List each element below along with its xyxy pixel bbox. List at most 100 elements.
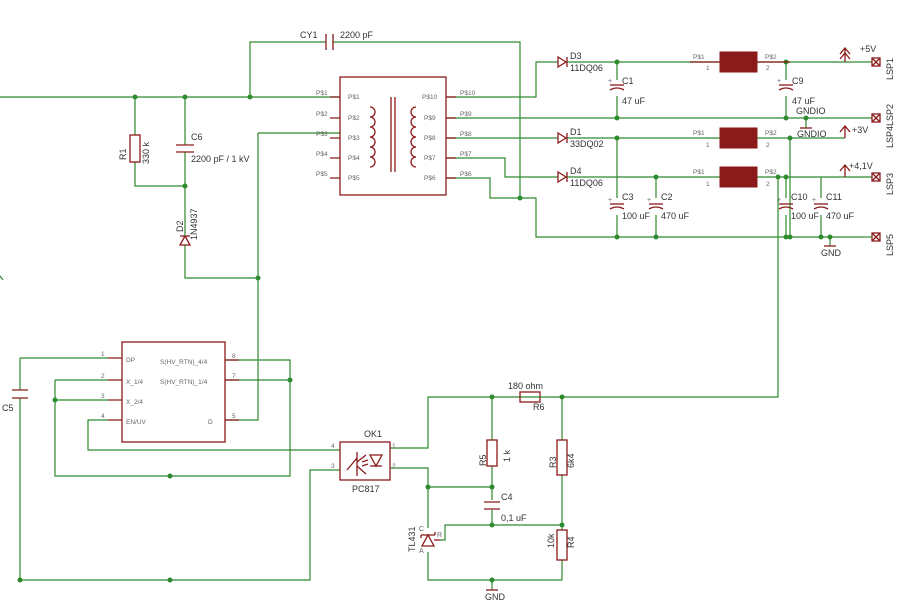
junctions xyxy=(17,59,833,583)
svg-text:470 uF: 470 uF xyxy=(826,211,855,221)
svg-text:R: R xyxy=(437,532,442,539)
svg-text:GNDIO: GNDIO xyxy=(797,129,827,139)
svg-text:C2: C2 xyxy=(661,192,673,202)
svg-text:7: 7 xyxy=(232,373,236,380)
svg-text:GND: GND xyxy=(485,592,506,600)
net-gndio-2: GNDIO xyxy=(797,127,827,139)
svg-text:0,1 uF: 0,1 uF xyxy=(501,513,527,523)
cy1-value: 2200 pF xyxy=(340,30,374,40)
svg-text:C: C xyxy=(419,526,424,533)
svg-text:PC817: PC817 xyxy=(352,484,380,494)
c6-ref: C6 xyxy=(191,132,203,142)
svg-text:X_2/4: X_2/4 xyxy=(126,399,143,406)
svg-text:P$9: P$9 xyxy=(460,111,472,118)
svg-text:R4: R4 xyxy=(566,536,576,548)
svg-text:P$1: P$1 xyxy=(693,169,705,176)
net-plus41: +4,1V xyxy=(839,161,873,177)
cy1-ref: CY1 xyxy=(300,30,318,40)
svg-text:D1: D1 xyxy=(570,127,582,137)
svg-text:P$3: P$3 xyxy=(316,131,328,138)
svg-text:P$1: P$1 xyxy=(693,54,705,61)
svg-text:+3V: +3V xyxy=(852,125,868,135)
capacitor-c2: + C2 470 uF xyxy=(647,192,690,221)
svg-text:11DQ06: 11DQ06 xyxy=(570,63,603,73)
svg-text:+5V: +5V xyxy=(860,44,876,54)
svg-text:47 uF: 47 uF xyxy=(792,96,816,106)
svg-text:P$4: P$4 xyxy=(316,151,328,158)
switcher-ic: 1 2 3 4 8 7 5 DP X_1/4 X_2/4 EN/UV S(HV_… xyxy=(101,341,239,443)
svg-text:47 uF: 47 uF xyxy=(622,96,646,106)
svg-text:D4: D4 xyxy=(570,166,582,176)
svg-text:+: + xyxy=(608,78,612,85)
svg-text:P$3: P$3 xyxy=(348,135,360,142)
svg-text:+: + xyxy=(812,197,816,204)
r1-ref: R1 xyxy=(118,148,128,160)
svg-text:2: 2 xyxy=(766,142,770,149)
resistor-r5: R5 1 k xyxy=(478,439,512,467)
svg-text:A: A xyxy=(419,548,424,555)
svg-text:5: 5 xyxy=(232,413,236,420)
capacitor-c1: + C1 47 uF xyxy=(608,76,646,106)
diode-d3: D3 11DQ06 xyxy=(557,51,603,73)
svg-text:+: + xyxy=(777,197,781,204)
d2-value: 1N4937 xyxy=(189,208,199,240)
svg-text:C3: C3 xyxy=(622,192,634,202)
svg-text:3: 3 xyxy=(101,393,105,400)
svg-text:P$7: P$7 xyxy=(424,155,436,162)
d2-ref: D2 xyxy=(175,220,185,232)
svg-text:P$2: P$2 xyxy=(348,115,360,122)
svg-text:GNDIO: GNDIO xyxy=(796,106,826,116)
svg-text:OK1: OK1 xyxy=(364,429,382,439)
svg-text:P$6: P$6 xyxy=(460,171,472,178)
capacitor-c5: C5 xyxy=(2,389,28,413)
svg-text:P$2: P$2 xyxy=(765,130,777,137)
svg-text:LSP4LSP2: LSP4LSP2 xyxy=(885,104,895,148)
svg-text:1: 1 xyxy=(101,351,105,358)
svg-text:R5: R5 xyxy=(478,454,488,466)
net-plus5: +5V xyxy=(839,44,876,62)
svg-text:+4,1V: +4,1V xyxy=(849,161,873,171)
svg-text:S(HV_RTN)_4/4: S(HV_RTN)_4/4 xyxy=(160,359,208,366)
svg-text:P$1: P$1 xyxy=(693,130,705,137)
svg-text:P$2: P$2 xyxy=(765,54,777,61)
svg-text:C4: C4 xyxy=(501,492,513,502)
svg-text:1 k: 1 k xyxy=(502,449,512,462)
svg-text:1: 1 xyxy=(706,142,710,149)
inductor-top: P$1 P$2 1 2 xyxy=(690,51,790,73)
net-gnd-feedback: GND xyxy=(485,589,506,600)
svg-text:P$1: P$1 xyxy=(316,90,328,97)
svg-text:P$5: P$5 xyxy=(316,171,328,178)
svg-text:2: 2 xyxy=(101,373,105,380)
diode-d4: D4 11DQ06 xyxy=(557,166,603,188)
svg-text:P$2: P$2 xyxy=(316,111,328,118)
svg-text:2: 2 xyxy=(766,65,770,72)
capacitor-c4: C4 0,1 uF xyxy=(484,492,527,523)
svg-text:P$5: P$5 xyxy=(348,175,360,182)
wires xyxy=(0,41,872,590)
svg-text:P$10: P$10 xyxy=(422,94,438,101)
svg-text:P$10: P$10 xyxy=(460,90,476,97)
svg-text:11DQ06: 11DQ06 xyxy=(570,178,603,188)
capacitor-c3: + C3 100 uF xyxy=(608,192,651,221)
capacitor-cy1: CY1 2200 pF xyxy=(300,30,374,50)
shunt-regulator-tl431: TL431 A R C xyxy=(407,526,442,555)
svg-text:1: 1 xyxy=(706,181,710,188)
svg-text:C11: C11 xyxy=(826,192,842,202)
svg-text:D3: D3 xyxy=(570,51,582,61)
svg-text:S(HV_RTN)_1/4: S(HV_RTN)_1/4 xyxy=(160,379,208,386)
svg-text:C1: C1 xyxy=(622,76,634,86)
svg-text:R3: R3 xyxy=(548,456,558,468)
inductor-mid: P$1 P$2 1 2 xyxy=(693,127,777,149)
resistor-r4: 10k R4 xyxy=(546,529,576,561)
connector-lsp5: LSP5 xyxy=(860,232,895,256)
inductor-bottom: P$1 P$2 1 2 xyxy=(693,166,777,188)
connector-lsp3: LSP3 xyxy=(871,172,895,195)
svg-text:180 ohm: 180 ohm xyxy=(508,381,543,391)
svg-text:+: + xyxy=(608,197,612,204)
svg-text:R6: R6 xyxy=(533,402,545,412)
svg-text:4: 4 xyxy=(331,443,335,450)
r1-value: 330 k xyxy=(141,141,151,164)
c5-ref: C5 xyxy=(2,403,14,413)
svg-text:P$8: P$8 xyxy=(424,135,436,142)
